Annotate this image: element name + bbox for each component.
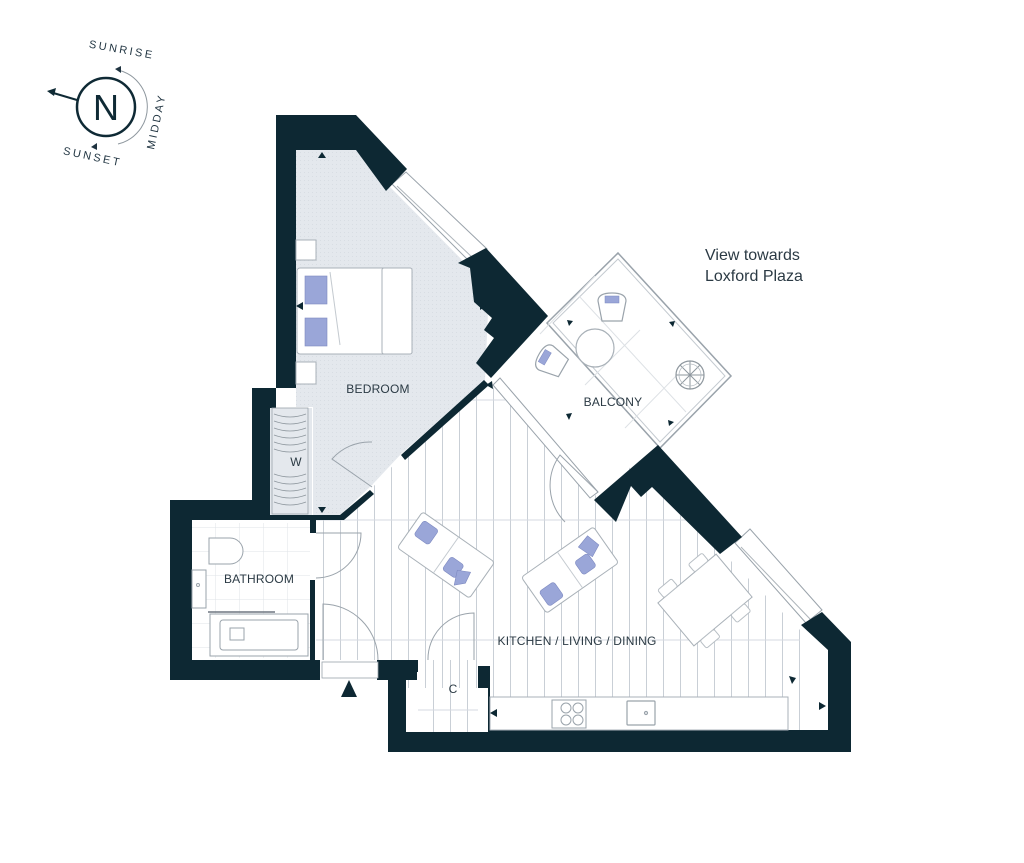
window-marker-icon xyxy=(318,507,326,513)
living-window xyxy=(734,528,823,624)
window-marker-icon xyxy=(490,709,497,717)
windows xyxy=(391,171,823,624)
bedroom-door xyxy=(331,441,373,488)
sink-icon xyxy=(626,700,656,726)
bed-footboard xyxy=(381,267,413,355)
bedroom-window xyxy=(391,171,488,263)
parasol-icon xyxy=(675,360,705,390)
north-arrowhead-icon xyxy=(47,88,56,96)
midday-label: MIDDAY xyxy=(145,92,169,150)
balcony: BALCONY xyxy=(535,251,733,450)
sun-path-arc xyxy=(117,69,148,145)
wall xyxy=(458,248,548,378)
bedside-table xyxy=(295,239,317,261)
balcony-inner-outline xyxy=(552,258,726,443)
wall xyxy=(310,580,315,660)
window-marker-icon xyxy=(789,676,796,684)
room-label-bathroom: BATHROOM xyxy=(224,572,294,586)
room-label-bedroom: BEDROOM xyxy=(346,382,409,396)
balcony-table xyxy=(575,328,615,368)
window-marker-icon xyxy=(296,302,303,310)
view-note: View towards Loxford Plaza xyxy=(705,245,803,287)
sunrise-label: SUNRISE xyxy=(88,39,155,62)
window-marker-icon xyxy=(566,413,572,420)
kitchen-counter xyxy=(489,696,789,731)
window-marker-icon xyxy=(318,152,326,158)
balcony-door xyxy=(549,454,599,523)
entrance-door xyxy=(322,603,379,661)
balcony-chair xyxy=(535,344,570,378)
window-marker-icon xyxy=(668,420,674,426)
wall xyxy=(310,515,316,533)
living-furniture: KITCHEN / LIVING / DINING C xyxy=(398,381,826,731)
sunrise-arrow-icon xyxy=(115,66,121,73)
compass: N SUNRISE MIDDAY SUNSET xyxy=(47,39,169,169)
window-marker-icon xyxy=(819,702,826,710)
entrance-arrow-icon xyxy=(341,680,357,697)
wall xyxy=(401,380,489,460)
sunset-label: SUNSET xyxy=(62,145,123,169)
toilet xyxy=(208,537,244,565)
pillow xyxy=(304,317,328,347)
dining-table xyxy=(657,553,753,649)
wardrobe: W xyxy=(271,407,309,515)
room-label-cupboard: C xyxy=(449,682,458,696)
entrance-threshold xyxy=(321,661,379,679)
bathroom-door xyxy=(315,532,362,579)
wall xyxy=(276,115,407,388)
window-marker-icon xyxy=(486,381,493,389)
room-label-kitchen-living-dining: KITCHEN / LIVING / DINING xyxy=(497,634,656,648)
room-label-balcony: BALCONY xyxy=(584,395,643,409)
room-label-wardrobe: W xyxy=(290,455,302,469)
pillow xyxy=(304,275,328,305)
bathroom-fixtures: BATHROOM xyxy=(191,537,309,657)
sunset-arrow-icon xyxy=(91,143,97,150)
cupboard-floor xyxy=(418,660,478,732)
wall xyxy=(594,445,742,554)
window-marker-icon xyxy=(480,302,486,310)
cupboard-door xyxy=(427,612,475,661)
bedroom-furniture: BEDROOM xyxy=(295,152,486,513)
balcony-chair xyxy=(597,292,627,322)
hob-icon xyxy=(551,699,587,729)
view-note-line1: View towards xyxy=(705,247,800,264)
walls xyxy=(170,115,851,752)
compass-ring xyxy=(75,76,137,138)
wall xyxy=(170,388,320,680)
wall xyxy=(388,612,851,752)
compass-north-label: N xyxy=(93,87,119,128)
wall xyxy=(316,490,374,520)
window-marker-icon xyxy=(567,320,573,326)
doors xyxy=(315,441,599,661)
sofa xyxy=(522,527,618,613)
sofa xyxy=(398,512,494,598)
bedside-table xyxy=(295,361,317,385)
wall xyxy=(377,660,417,680)
view-note-line2: Loxford Plaza xyxy=(705,268,803,285)
basin xyxy=(191,569,207,609)
window-marker-icon xyxy=(669,321,675,327)
